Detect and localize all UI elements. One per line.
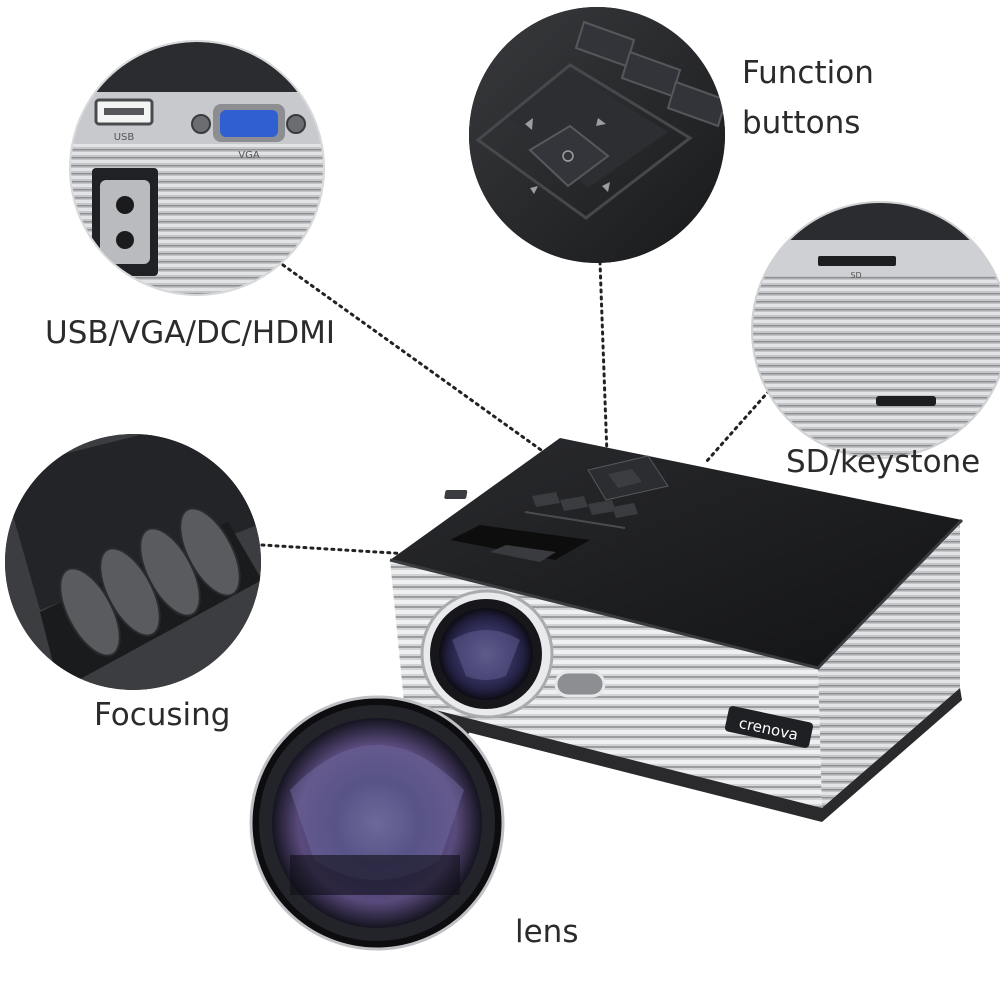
label-lens: lens [515,914,579,950]
callout-line-function [598,260,609,457]
label-sd-keystone: SD/keystone [786,444,981,480]
sd-keystone-circle: SD [751,201,1000,459]
vga-port-label: VGA [238,150,260,161]
projector-lens [420,589,554,719]
callout-line-sd [704,373,785,464]
label-ports: USB/VGA/DC/HDMI [45,315,335,351]
lens-detail-circle [249,695,505,951]
label-function: Function buttons [742,48,874,148]
label-function-line1: Function [742,55,874,91]
ports-detail-circle: USB VGA [69,40,325,296]
top-control-panel [444,455,669,529]
label-function-line2: buttons [742,105,861,141]
sd-slot-label: SD [850,271,861,280]
callout-line-ports [281,263,550,457]
usb-port-label: USB [114,132,135,143]
projector-body: crenova [389,438,964,822]
function-buttons-circle [469,7,725,263]
focusing-circle [5,434,261,690]
label-focusing: Focusing [94,697,231,733]
